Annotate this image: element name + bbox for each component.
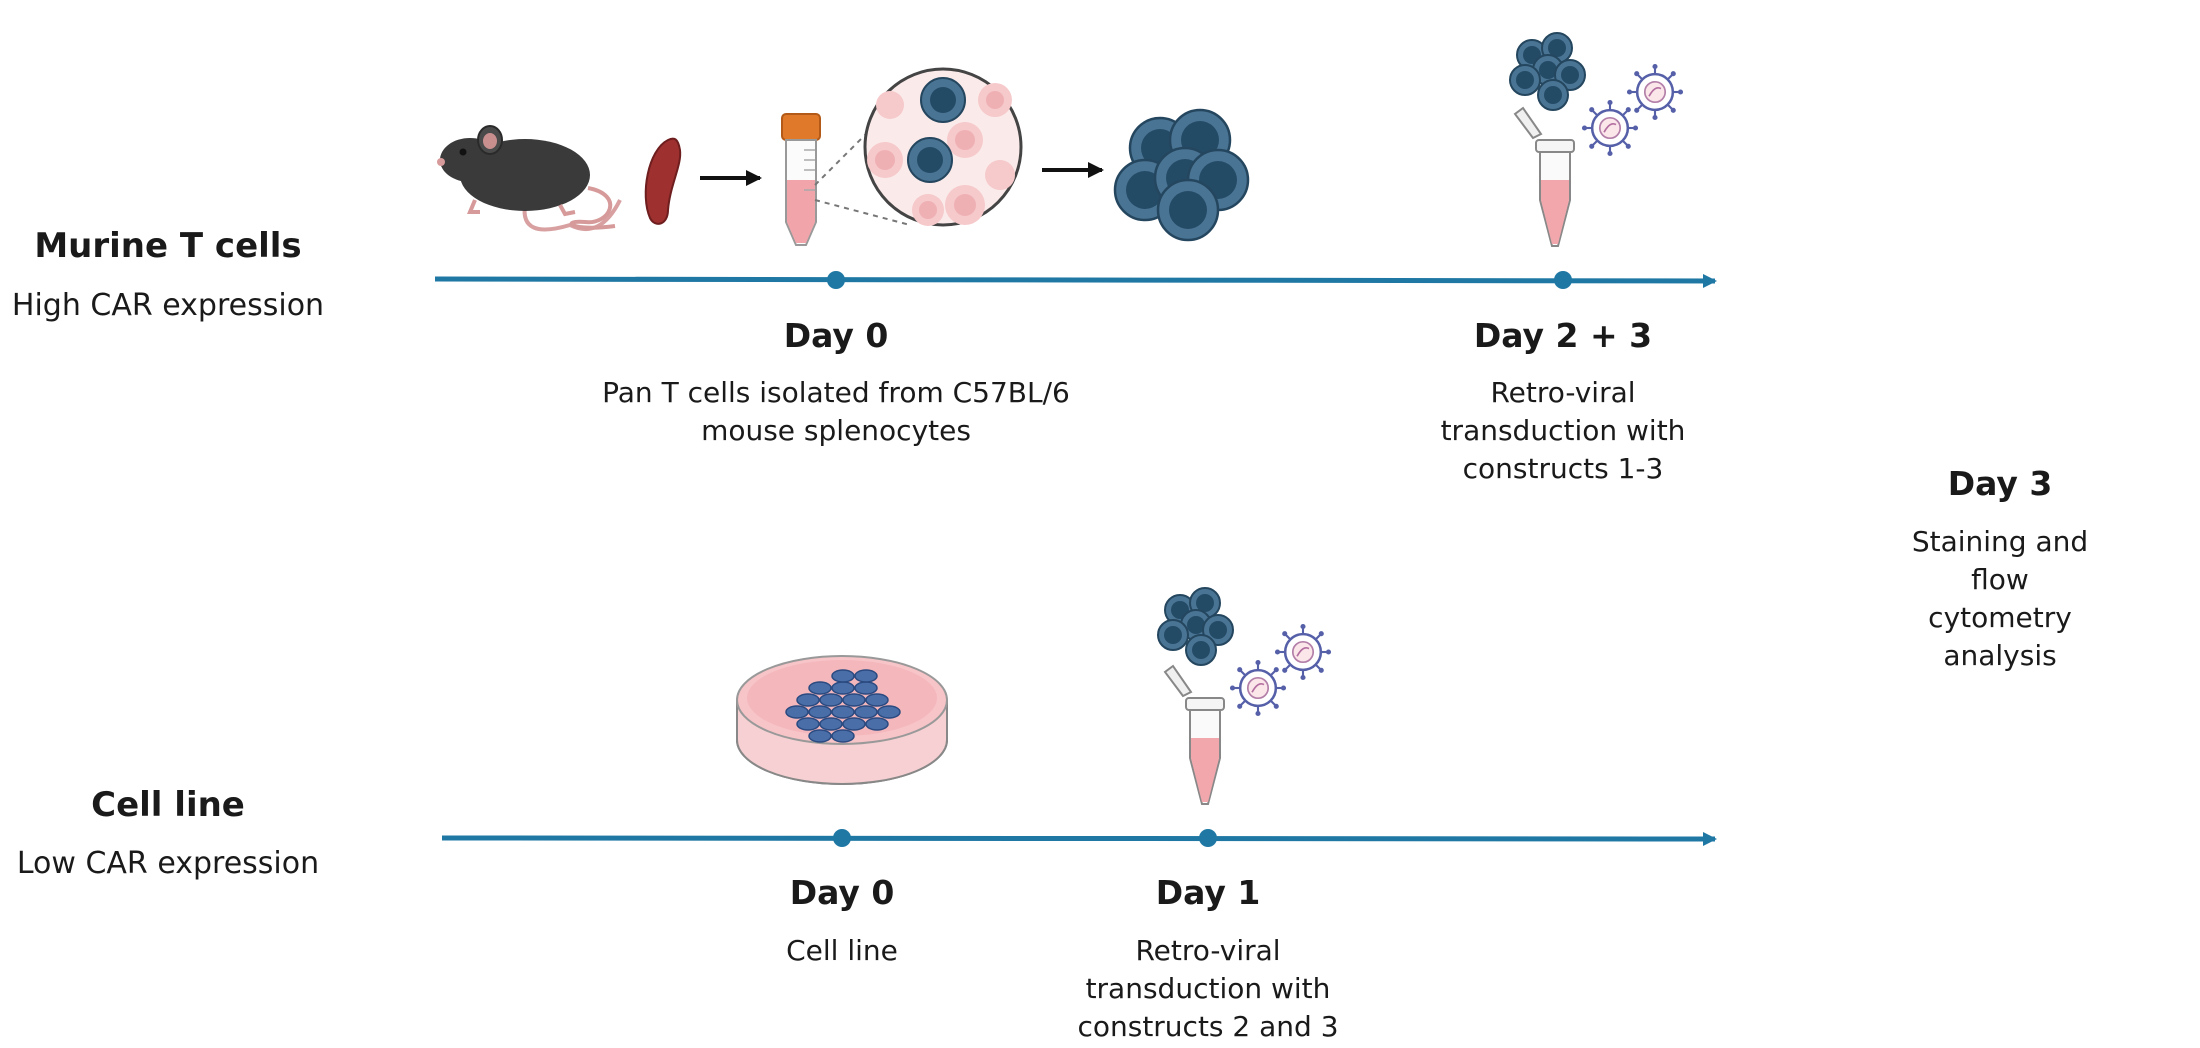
t-cell-cluster-icon xyxy=(1157,587,1234,666)
falcon-tube-icon xyxy=(781,113,821,246)
spleen-icon xyxy=(644,137,682,225)
event-day-label: Day 0 xyxy=(789,873,895,912)
final-day-label: Day 3 xyxy=(1947,464,2053,503)
event-day-label: Day 0 xyxy=(783,316,889,355)
mouse-icon xyxy=(437,125,622,232)
t-cell-cluster-icon xyxy=(1509,32,1586,111)
event-description: Retro-viral transduction with constructs… xyxy=(1077,934,1339,1043)
retrovirus-icon xyxy=(1228,658,1288,718)
timeline-dot-day2-murine xyxy=(1554,271,1572,289)
event-description: Pan T cells isolated from C57BL/6 mouse … xyxy=(602,376,1070,447)
petri-dish-icon xyxy=(736,655,948,785)
microtube-icon xyxy=(1164,665,1225,805)
timeline-dot-day1-cell-line xyxy=(1199,829,1217,847)
timeline-dot-day0-murine xyxy=(827,271,845,289)
row-title-cell-line: Cell line xyxy=(91,785,245,825)
timeline-cell-line xyxy=(441,831,1717,846)
magnified-cells-icon xyxy=(863,67,1023,227)
timeline-murine xyxy=(434,273,1717,288)
event-day-label: Day 2 + 3 xyxy=(1473,316,1653,355)
event-description: Cell line xyxy=(786,934,898,967)
retrovirus-icon xyxy=(1273,622,1333,682)
row-subtitle-cell-line: Low CAR expression xyxy=(16,846,320,881)
row-title-murine: Murine T cells xyxy=(34,226,302,266)
retrovirus-icon xyxy=(1625,62,1685,122)
microtube-icon xyxy=(1514,107,1575,247)
t-cell-cluster-icon xyxy=(1113,108,1250,242)
event-description: Retro-viral transduction with constructs… xyxy=(1440,376,1686,485)
retrovirus-icon xyxy=(1580,98,1640,158)
row-subtitle-murine: High CAR expression xyxy=(11,288,325,323)
event-day-label: Day 1 xyxy=(1155,873,1261,912)
mouse-tail xyxy=(569,186,616,230)
timeline-dot-day0-cell-line xyxy=(833,829,851,847)
final-description: Staining and flow cytometry analysis xyxy=(1911,525,2089,672)
